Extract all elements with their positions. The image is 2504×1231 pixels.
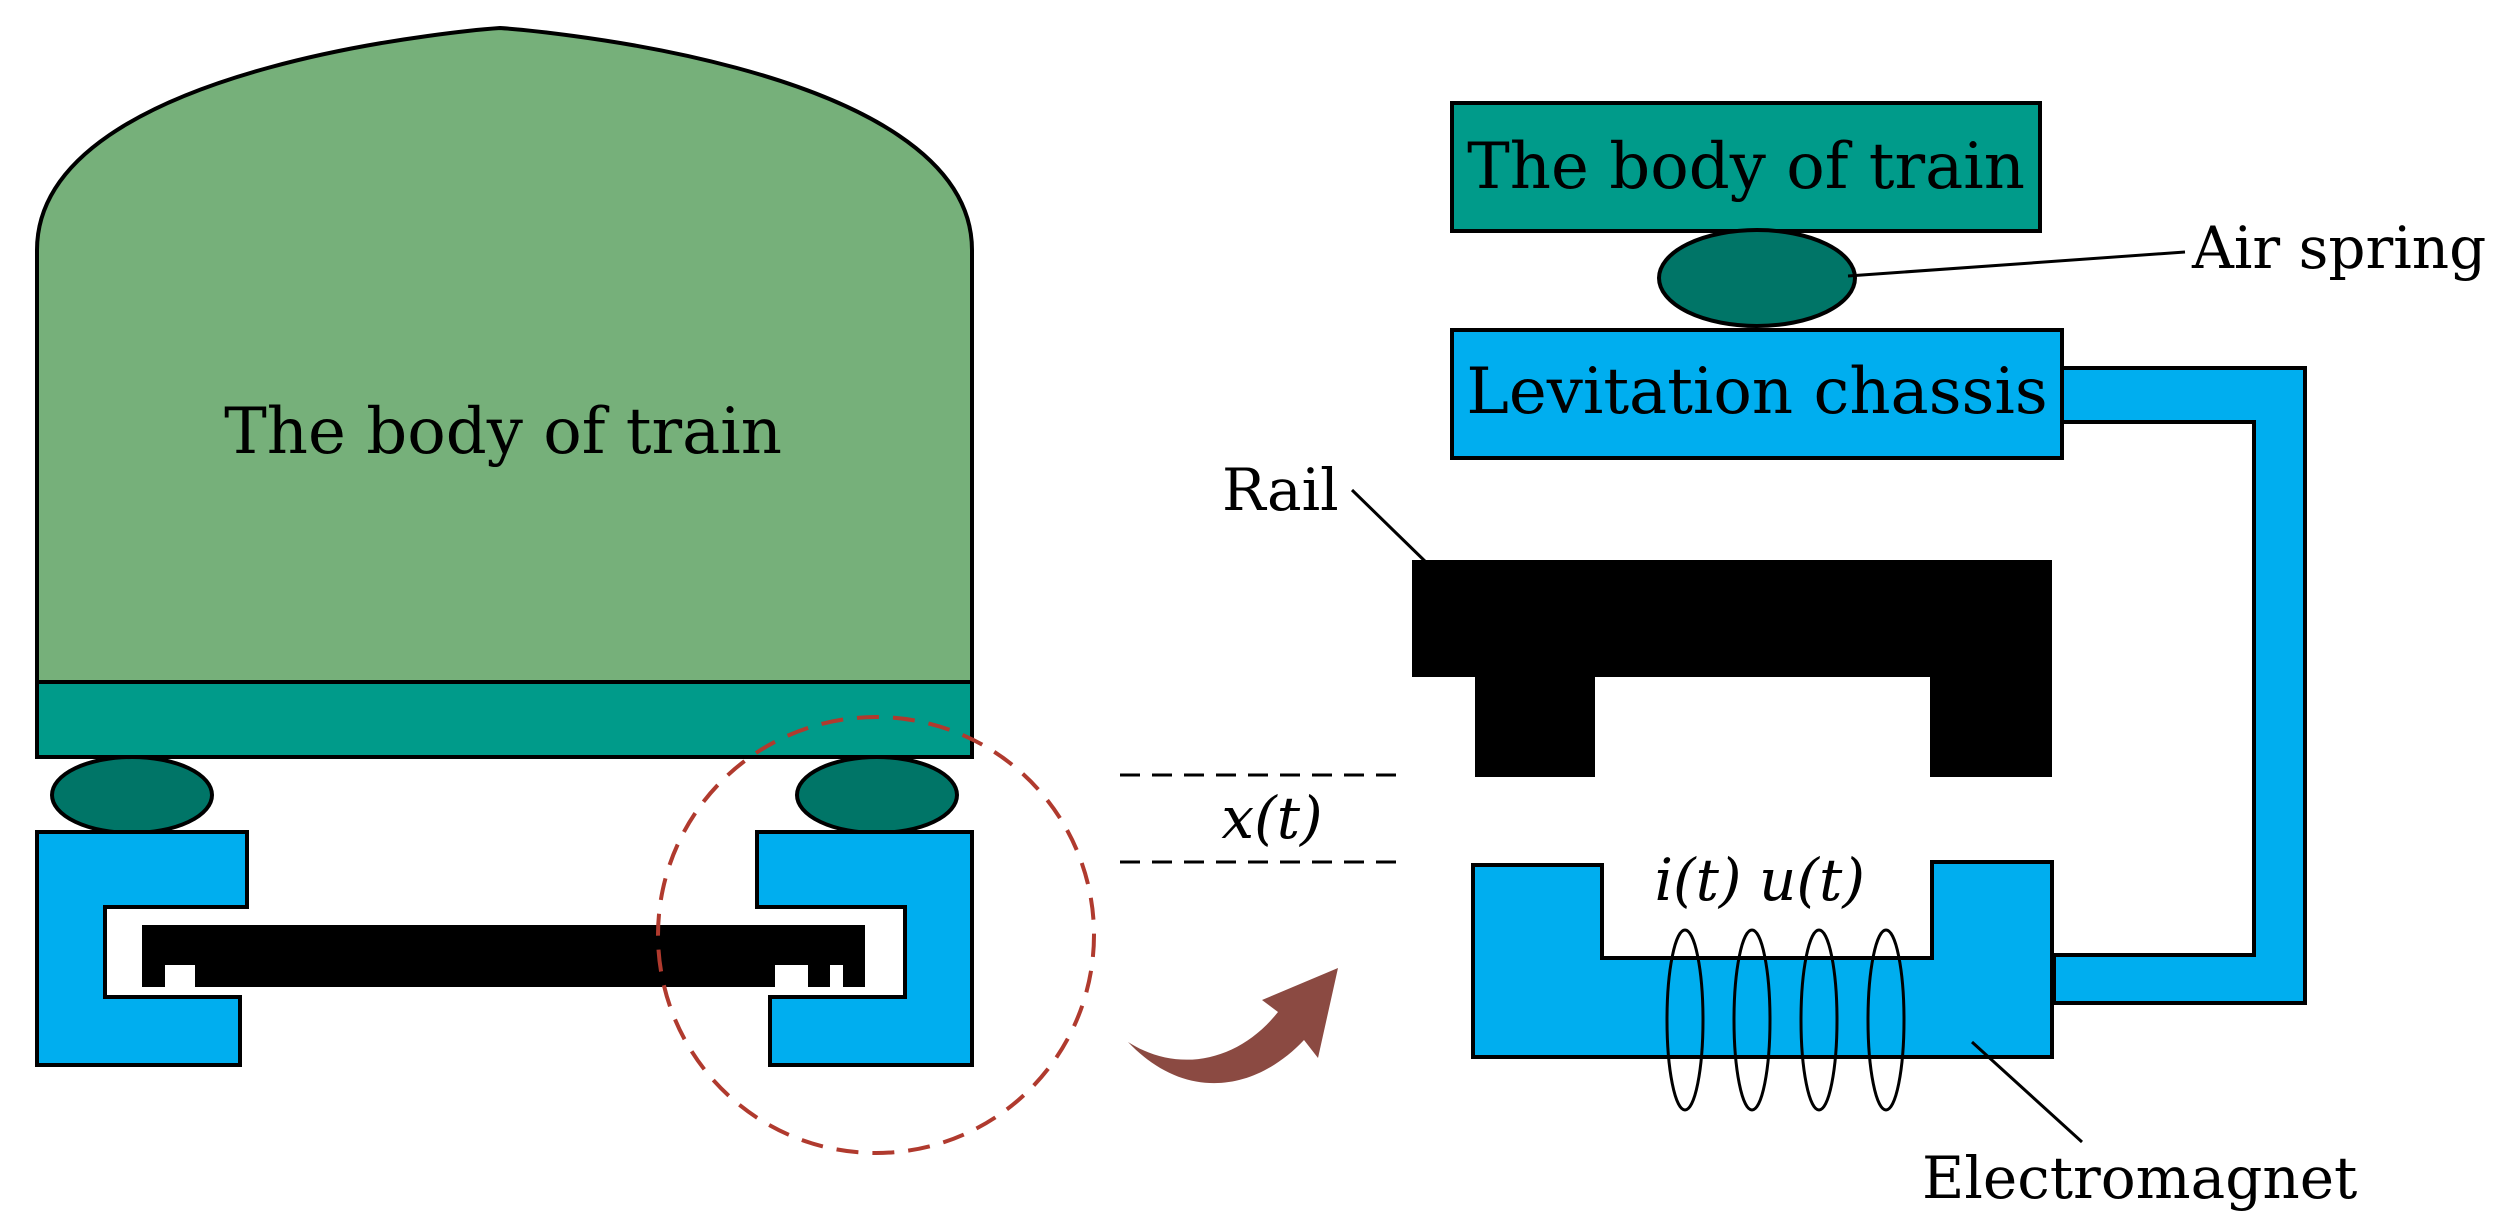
- left-body-label: The body of train: [224, 395, 782, 469]
- right-air-spring: [795, 755, 959, 835]
- air-spring-leader: [1847, 250, 2186, 278]
- right-c-chassis: [755, 830, 974, 1067]
- rail-label: Rail: [1222, 456, 1339, 524]
- electromagnet-leader: [1970, 1040, 2084, 1144]
- electromagnet: [1471, 860, 2054, 1059]
- electromagnet-label: Electromagnet: [1922, 1144, 2357, 1212]
- detail-rail: [1412, 560, 2052, 777]
- left-c-chassis: [35, 830, 249, 1067]
- coil-winding: [1665, 928, 1906, 1112]
- current-label: i(t): [1654, 846, 1741, 914]
- detail-air-spring: [1657, 228, 1857, 328]
- zoom-circle: [656, 715, 1096, 1155]
- voltage-label: u(t): [1759, 846, 1865, 914]
- chassis-connecting-arm: [2052, 366, 2307, 1005]
- rail-leader: [1350, 488, 1434, 570]
- chassis-label: Levitation chassis: [1466, 355, 2047, 429]
- gap-label: x(t): [1221, 784, 1322, 852]
- levitation-unit-detail: The body of train Air spring Levitation …: [1120, 101, 2486, 1212]
- right-train-body: [1450, 101, 2042, 233]
- left-rail: [142, 925, 865, 987]
- air-spring-label: Air spring: [2191, 214, 2486, 282]
- train-cross-section: The body of train: [35, 25, 1096, 1155]
- train-body: [35, 25, 974, 684]
- train-floor-band: [35, 680, 974, 759]
- zoom-arrow: [1128, 968, 1338, 1084]
- right-body-label: The body of train: [1467, 130, 2025, 204]
- left-air-spring: [50, 755, 214, 835]
